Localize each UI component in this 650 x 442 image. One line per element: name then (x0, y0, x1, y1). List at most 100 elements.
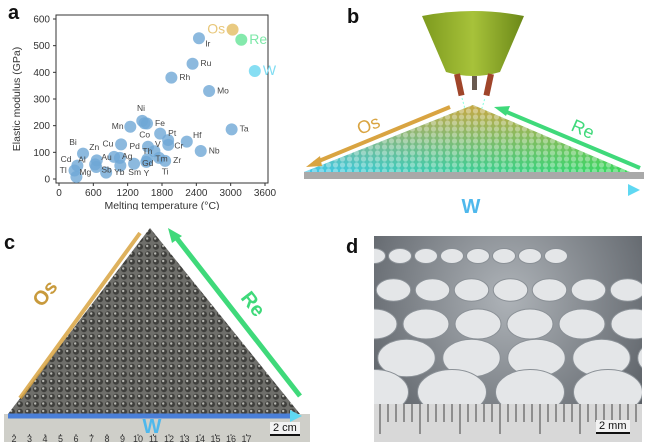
point-label-re: Re (249, 31, 267, 47)
point-label-ta: Ta (240, 124, 249, 134)
point-os (226, 23, 239, 36)
point-label-rh: Rh (179, 72, 190, 82)
x-tick-label: 600 (85, 188, 102, 199)
x-tick-label: 3600 (254, 188, 277, 199)
ruler-number: 14 (195, 434, 205, 442)
ruler-number: 11 (149, 434, 158, 442)
x-tick-label: 3000 (220, 188, 243, 199)
point-label-th: Th (142, 146, 152, 156)
point-hf (180, 135, 193, 148)
ruler-number: 8 (104, 434, 109, 442)
re-label: Re (236, 288, 269, 322)
point-label-ag: Ag (122, 151, 133, 161)
ruler-number: 7 (89, 434, 94, 442)
nozzle-center (472, 76, 477, 90)
y-tick-label: 200 (33, 121, 50, 132)
droplet (374, 248, 386, 264)
re-arrowhead (168, 228, 182, 243)
droplet (454, 308, 502, 340)
droplet-array-texture (304, 105, 630, 172)
droplet (544, 248, 568, 264)
x-tick-label: 1800 (151, 188, 174, 199)
re-arrow (173, 234, 302, 398)
nozzle-funnel (422, 11, 524, 76)
os-arrow (18, 231, 142, 400)
w-arrowhead (290, 410, 302, 422)
point-label-mn: Mn (112, 121, 124, 131)
droplet (531, 278, 568, 302)
point-nb (194, 145, 207, 157)
point-w (248, 65, 261, 77)
ruler-number: 17 (241, 434, 251, 442)
point-label-zr: Zr (173, 155, 181, 165)
y-tick-label: 100 (33, 148, 50, 159)
ruler-number: 10 (133, 434, 143, 442)
ruler (4, 414, 310, 442)
panel-label-b: b (347, 6, 360, 28)
printing-schematic: Os Re W (304, 11, 644, 218)
point-label-au: Au (101, 152, 112, 162)
droplet (570, 278, 607, 302)
point-gd (128, 157, 141, 170)
droplet (492, 278, 529, 302)
x-tick-label: 2400 (185, 188, 208, 199)
droplet (558, 308, 606, 340)
point-label-fe: Fe (155, 118, 165, 128)
ruler-number: 16 (226, 434, 236, 442)
point-label-pt: Pt (168, 128, 177, 138)
panel-label-d: d (346, 236, 359, 258)
point-label-cu: Cu (103, 139, 114, 149)
point-ru (186, 57, 199, 70)
os-label: Os (29, 277, 63, 312)
scale-bar-2cm: 2 cm (270, 422, 300, 436)
droplet (453, 278, 490, 302)
point-tl (70, 170, 83, 183)
point-cu (115, 138, 128, 151)
point-yb (100, 166, 113, 179)
point-mo (203, 85, 216, 97)
panel-label-c: c (4, 232, 16, 254)
droplet (402, 308, 450, 340)
point-mn (124, 120, 137, 133)
droplet-closeup-drawing (374, 248, 642, 442)
point-label-hf: Hf (193, 130, 202, 140)
ruler-number: 2 (11, 434, 16, 442)
point-v (162, 138, 175, 151)
ruler-number: 6 (73, 434, 78, 442)
point-label-ti: Ti (162, 166, 169, 176)
point-label-v: V (155, 139, 161, 149)
point-label-nb: Nb (209, 145, 220, 155)
point-label-w: W (263, 62, 277, 78)
droplet (609, 278, 642, 302)
droplet (414, 248, 438, 264)
point-label-zn: Zn (89, 142, 99, 152)
os-arrow (306, 105, 451, 167)
ruler-number: 5 (58, 434, 63, 442)
droplet-closeup-photo (374, 236, 642, 442)
droplet (610, 308, 642, 340)
y-tick-label: 300 (33, 95, 50, 106)
point-sm (114, 159, 127, 172)
point-label-al: Al (78, 155, 86, 165)
point-label-bi: Bi (69, 137, 77, 147)
point-label-tm: Tm (155, 154, 167, 164)
ruler-number: 15 (210, 434, 220, 442)
ruler-number: 12 (164, 434, 174, 442)
droplet (388, 248, 412, 264)
y-tick-label: 500 (33, 41, 50, 52)
point-label-cd: Cd (61, 154, 72, 164)
point-tm (141, 153, 154, 166)
droplet (506, 308, 554, 340)
printed-triangle (8, 228, 300, 414)
point-label-tl: Tl (60, 165, 67, 175)
point-label-y: Y (144, 168, 150, 178)
point-zn (77, 147, 90, 160)
point-zr (159, 154, 172, 167)
point-label-cr: Cr (174, 140, 183, 150)
point-label-sb: Sb (101, 165, 112, 175)
x-tick-label: 1200 (117, 188, 140, 199)
panel-label-a: a (8, 2, 20, 24)
